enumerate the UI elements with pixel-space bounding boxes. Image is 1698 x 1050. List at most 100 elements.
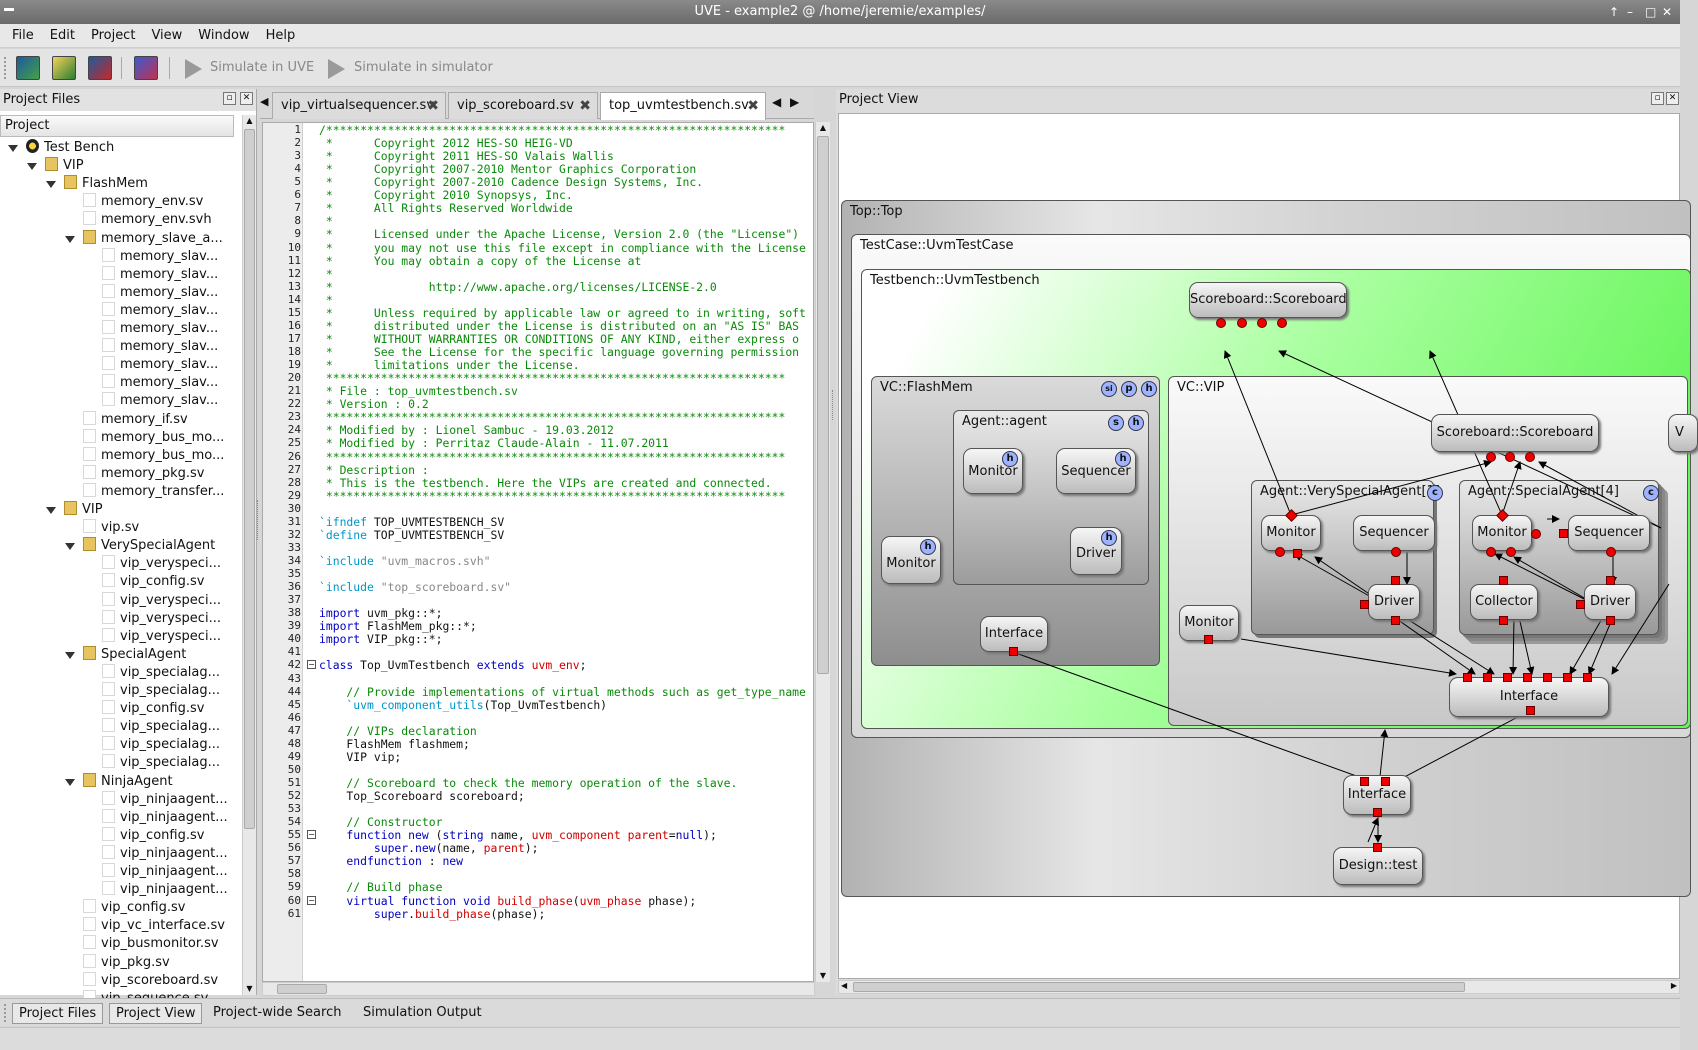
code-line[interactable]: `include "top_scoreboard.sv" xyxy=(319,580,511,594)
tab-scroll-left-icon[interactable]: ◀ xyxy=(260,95,269,108)
tree-file-item[interactable]: vip_specialag... xyxy=(102,682,220,700)
tree-file-item[interactable]: memory_bus_mo... xyxy=(83,428,224,447)
close-tab-icon[interactable]: ✖ xyxy=(427,98,439,114)
tree-folder-item[interactable]: FlashMem xyxy=(46,175,148,193)
c-badge-icon[interactable]: c xyxy=(1643,485,1659,501)
code-line[interactable]: * File : top_uvmtestbench.sv xyxy=(319,384,518,398)
code-line[interactable]: * you may not use this file except in co… xyxy=(319,241,806,255)
tree-file-item[interactable]: vip_busmonitor.sv xyxy=(83,935,219,953)
tree-file-item[interactable]: vip_vc_interface.sv xyxy=(83,917,225,935)
cut-off-node[interactable]: V xyxy=(1668,414,1698,452)
code-line[interactable]: import FlashMem_pkg::*; xyxy=(319,619,477,633)
tab-vip-scoreboard[interactable]: vip_scoreboard.sv✖ xyxy=(448,92,598,119)
scroll-up-icon[interactable]: ▲ xyxy=(819,123,827,132)
tab-vip-virtualsequencer[interactable]: vip_virtualsequencer.sv✖ xyxy=(272,92,446,119)
code-line[interactable]: super.new(name, parent); xyxy=(319,841,539,855)
scoreboard-port[interactable] xyxy=(1277,318,1287,328)
interface-port[interactable] xyxy=(1373,808,1382,817)
float-panel-icon[interactable]: ▫ xyxy=(1651,92,1664,105)
code-line[interactable]: `ifndef TOP_UVMTESTBENCH_SV xyxy=(319,515,504,529)
simulate-in-uve-button[interactable]: Simulate in UVE xyxy=(210,60,315,75)
driver-port[interactable] xyxy=(1606,616,1615,625)
monitor-port[interactable] xyxy=(1486,547,1496,557)
collector-port[interactable] xyxy=(1499,616,1508,625)
tree-file-item[interactable]: vip_ninjaagent... xyxy=(102,881,228,899)
scroll-up-icon[interactable]: ▲ xyxy=(246,116,253,125)
splitter-handle[interactable] xyxy=(832,390,834,420)
tree-file-item[interactable]: memory_transfer... xyxy=(83,482,224,501)
driver-port[interactable] xyxy=(1606,576,1615,585)
h-badge-icon[interactable]: h xyxy=(1002,451,1018,467)
code-line[interactable]: super.build_phase(phase); xyxy=(319,907,545,921)
tree-folder-item[interactable]: VIP xyxy=(27,157,84,175)
sa-driver-node[interactable]: Driver xyxy=(1584,584,1636,620)
fold-toggle-icon[interactable]: − xyxy=(307,660,316,670)
code-line[interactable]: * Modified by : Perritaz Claude-Alain - … xyxy=(319,436,669,450)
code-line[interactable]: class Top_UvmTestbench extends uvm_env; xyxy=(319,658,587,672)
code-line[interactable]: FlashMem flashmem; xyxy=(319,737,469,751)
expand-arrow-icon[interactable] xyxy=(65,651,75,659)
code-line[interactable]: * WITHOUT WARRANTIES OR CONDITIONS OF AN… xyxy=(319,332,799,346)
collector-port[interactable] xyxy=(1499,576,1508,585)
code-line[interactable]: function new (string name, uvm_component… xyxy=(319,828,716,842)
interface-port[interactable] xyxy=(1360,777,1369,786)
code-line[interactable]: ****************************************… xyxy=(319,450,785,464)
tree-file-item[interactable]: memory_if.sv xyxy=(83,410,188,429)
scoreboard-port[interactable] xyxy=(1237,318,1247,328)
expand-arrow-icon[interactable] xyxy=(46,507,56,514)
tree-file-item[interactable]: vip_specialag... xyxy=(102,663,220,682)
driver-port[interactable] xyxy=(1391,576,1400,585)
close-icon[interactable]: ✕ xyxy=(1662,5,1673,19)
tree-file-item[interactable]: memory_slav... xyxy=(102,338,218,356)
sequencer-port[interactable] xyxy=(1391,547,1401,557)
tree-file-item[interactable]: memory_env.svh xyxy=(83,211,212,229)
driver-port[interactable] xyxy=(1391,616,1400,625)
scoreboard-port[interactable] xyxy=(1505,452,1515,462)
expand-arrow-icon[interactable] xyxy=(46,181,56,189)
p-badge-icon[interactable]: p xyxy=(1121,381,1137,397)
code-line[interactable]: * Version : 0.2 xyxy=(319,397,429,411)
close-tab-icon[interactable]: ✖ xyxy=(579,98,591,114)
tree-file-item[interactable]: vip.sv xyxy=(83,519,139,537)
code-line[interactable]: import VIP_pkg::*; xyxy=(319,632,442,646)
scroll-left-icon[interactable]: ◀ xyxy=(841,981,848,990)
code-line[interactable]: * distributed under the License is distr… xyxy=(319,319,799,333)
interface-port[interactable] xyxy=(1523,673,1532,682)
tree-file-item[interactable]: memory_slav... xyxy=(102,374,218,392)
s-badge-icon[interactable]: s xyxy=(1108,415,1124,431)
scoreboard-port[interactable] xyxy=(1486,452,1496,462)
sequencer-port[interactable] xyxy=(1606,547,1616,557)
code-line[interactable]: virtual function void build_phase(uvm_ph… xyxy=(319,894,696,908)
new-project-icon[interactable] xyxy=(16,56,40,80)
close-tab-icon[interactable]: ✖ xyxy=(747,98,759,114)
scroll-down-icon[interactable]: ▼ xyxy=(246,984,253,993)
tree-file-item[interactable]: memory_slav... xyxy=(102,247,218,266)
open-project-icon[interactable] xyxy=(52,56,76,80)
interface-port[interactable] xyxy=(1563,673,1572,682)
code-line[interactable]: * See the License for the specific langu… xyxy=(319,345,799,359)
scroll-thumb[interactable] xyxy=(817,136,829,674)
code-line[interactable]: * You may obtain a copy of the License a… xyxy=(319,254,641,268)
vsa-sequencer-node[interactable]: Sequencer xyxy=(1353,515,1435,551)
tree-file-item[interactable]: vip_config.sv xyxy=(102,700,204,718)
code-line[interactable]: // Constructor xyxy=(319,815,442,829)
h-badge-icon[interactable]: h xyxy=(920,539,936,555)
menu-window[interactable]: Window xyxy=(198,28,250,43)
h-badge-icon[interactable]: h xyxy=(1141,381,1157,397)
code-line[interactable]: * This is the testbench. Here the VIPs a… xyxy=(319,476,772,490)
expand-arrow-icon[interactable] xyxy=(8,145,18,152)
code-line[interactable]: * Copyright 2007-2010 Cadence Design Sys… xyxy=(319,175,703,189)
interface-port[interactable] xyxy=(1583,673,1592,682)
code-line[interactable]: VIP vip; xyxy=(319,750,401,764)
driver-port[interactable] xyxy=(1576,600,1585,609)
tree-file-item[interactable]: vip_config.sv xyxy=(83,899,185,917)
tree-folder-item[interactable]: VIP xyxy=(46,501,103,519)
monitor-port[interactable] xyxy=(1293,549,1302,558)
code-line[interactable]: * All Rights Reserved Worldwide xyxy=(319,201,573,215)
fold-toggle-icon[interactable]: − xyxy=(307,830,316,840)
tree-file-item[interactable]: vip_veryspeci... xyxy=(102,609,221,628)
code-line[interactable]: // VIPs declaration xyxy=(319,724,476,738)
